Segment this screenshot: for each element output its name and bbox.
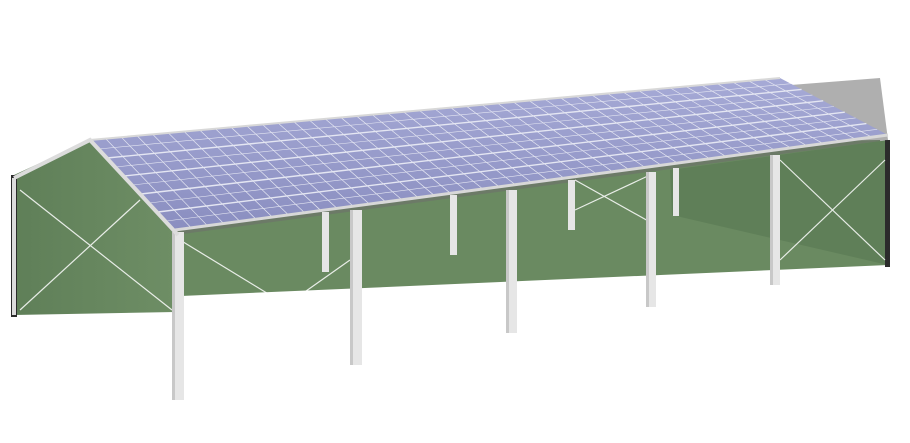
back-posts bbox=[322, 168, 679, 272]
panel-row-line bbox=[132, 106, 835, 186]
post bbox=[770, 155, 780, 285]
cross-bracing bbox=[19, 159, 886, 381]
post bbox=[506, 190, 509, 333]
roof-ridge-edge bbox=[89, 77, 781, 141]
post bbox=[506, 190, 517, 333]
post bbox=[770, 155, 773, 285]
right-gable-edge bbox=[885, 140, 890, 267]
post bbox=[172, 232, 175, 400]
panel-row-line bbox=[166, 129, 878, 222]
roof-front-edge bbox=[174, 133, 889, 232]
solar-panel-grid bbox=[98, 79, 878, 229]
panel-row-line bbox=[115, 94, 813, 168]
left-gable-wall bbox=[14, 140, 175, 315]
panel-row-line bbox=[106, 88, 802, 159]
panel-row-line bbox=[149, 117, 856, 204]
panel-row-line bbox=[98, 83, 791, 150]
post bbox=[646, 172, 649, 307]
panel-row-line bbox=[157, 122, 867, 213]
panel-row-line bbox=[140, 111, 845, 195]
front-posts bbox=[172, 155, 780, 400]
panel-row-line bbox=[123, 100, 824, 177]
post bbox=[646, 172, 656, 307]
gable-truss bbox=[12, 137, 180, 315]
post bbox=[350, 210, 353, 365]
